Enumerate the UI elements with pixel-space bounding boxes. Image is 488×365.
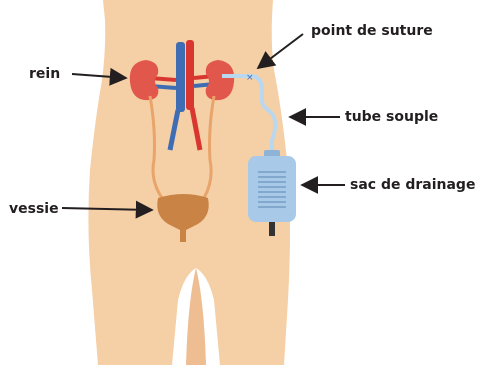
leg-gap [186, 268, 206, 365]
flexible-tube-label: tube souple [345, 110, 438, 124]
suture-point-mark: × [246, 73, 254, 83]
right-kidney [206, 60, 235, 100]
kidney-label: rein [29, 67, 60, 81]
drainage-bag-label: sac de drainage [350, 178, 475, 192]
bladder-label: vessie [9, 202, 59, 216]
left-kidney [130, 60, 159, 100]
suture-point-label: point de suture [311, 24, 433, 38]
